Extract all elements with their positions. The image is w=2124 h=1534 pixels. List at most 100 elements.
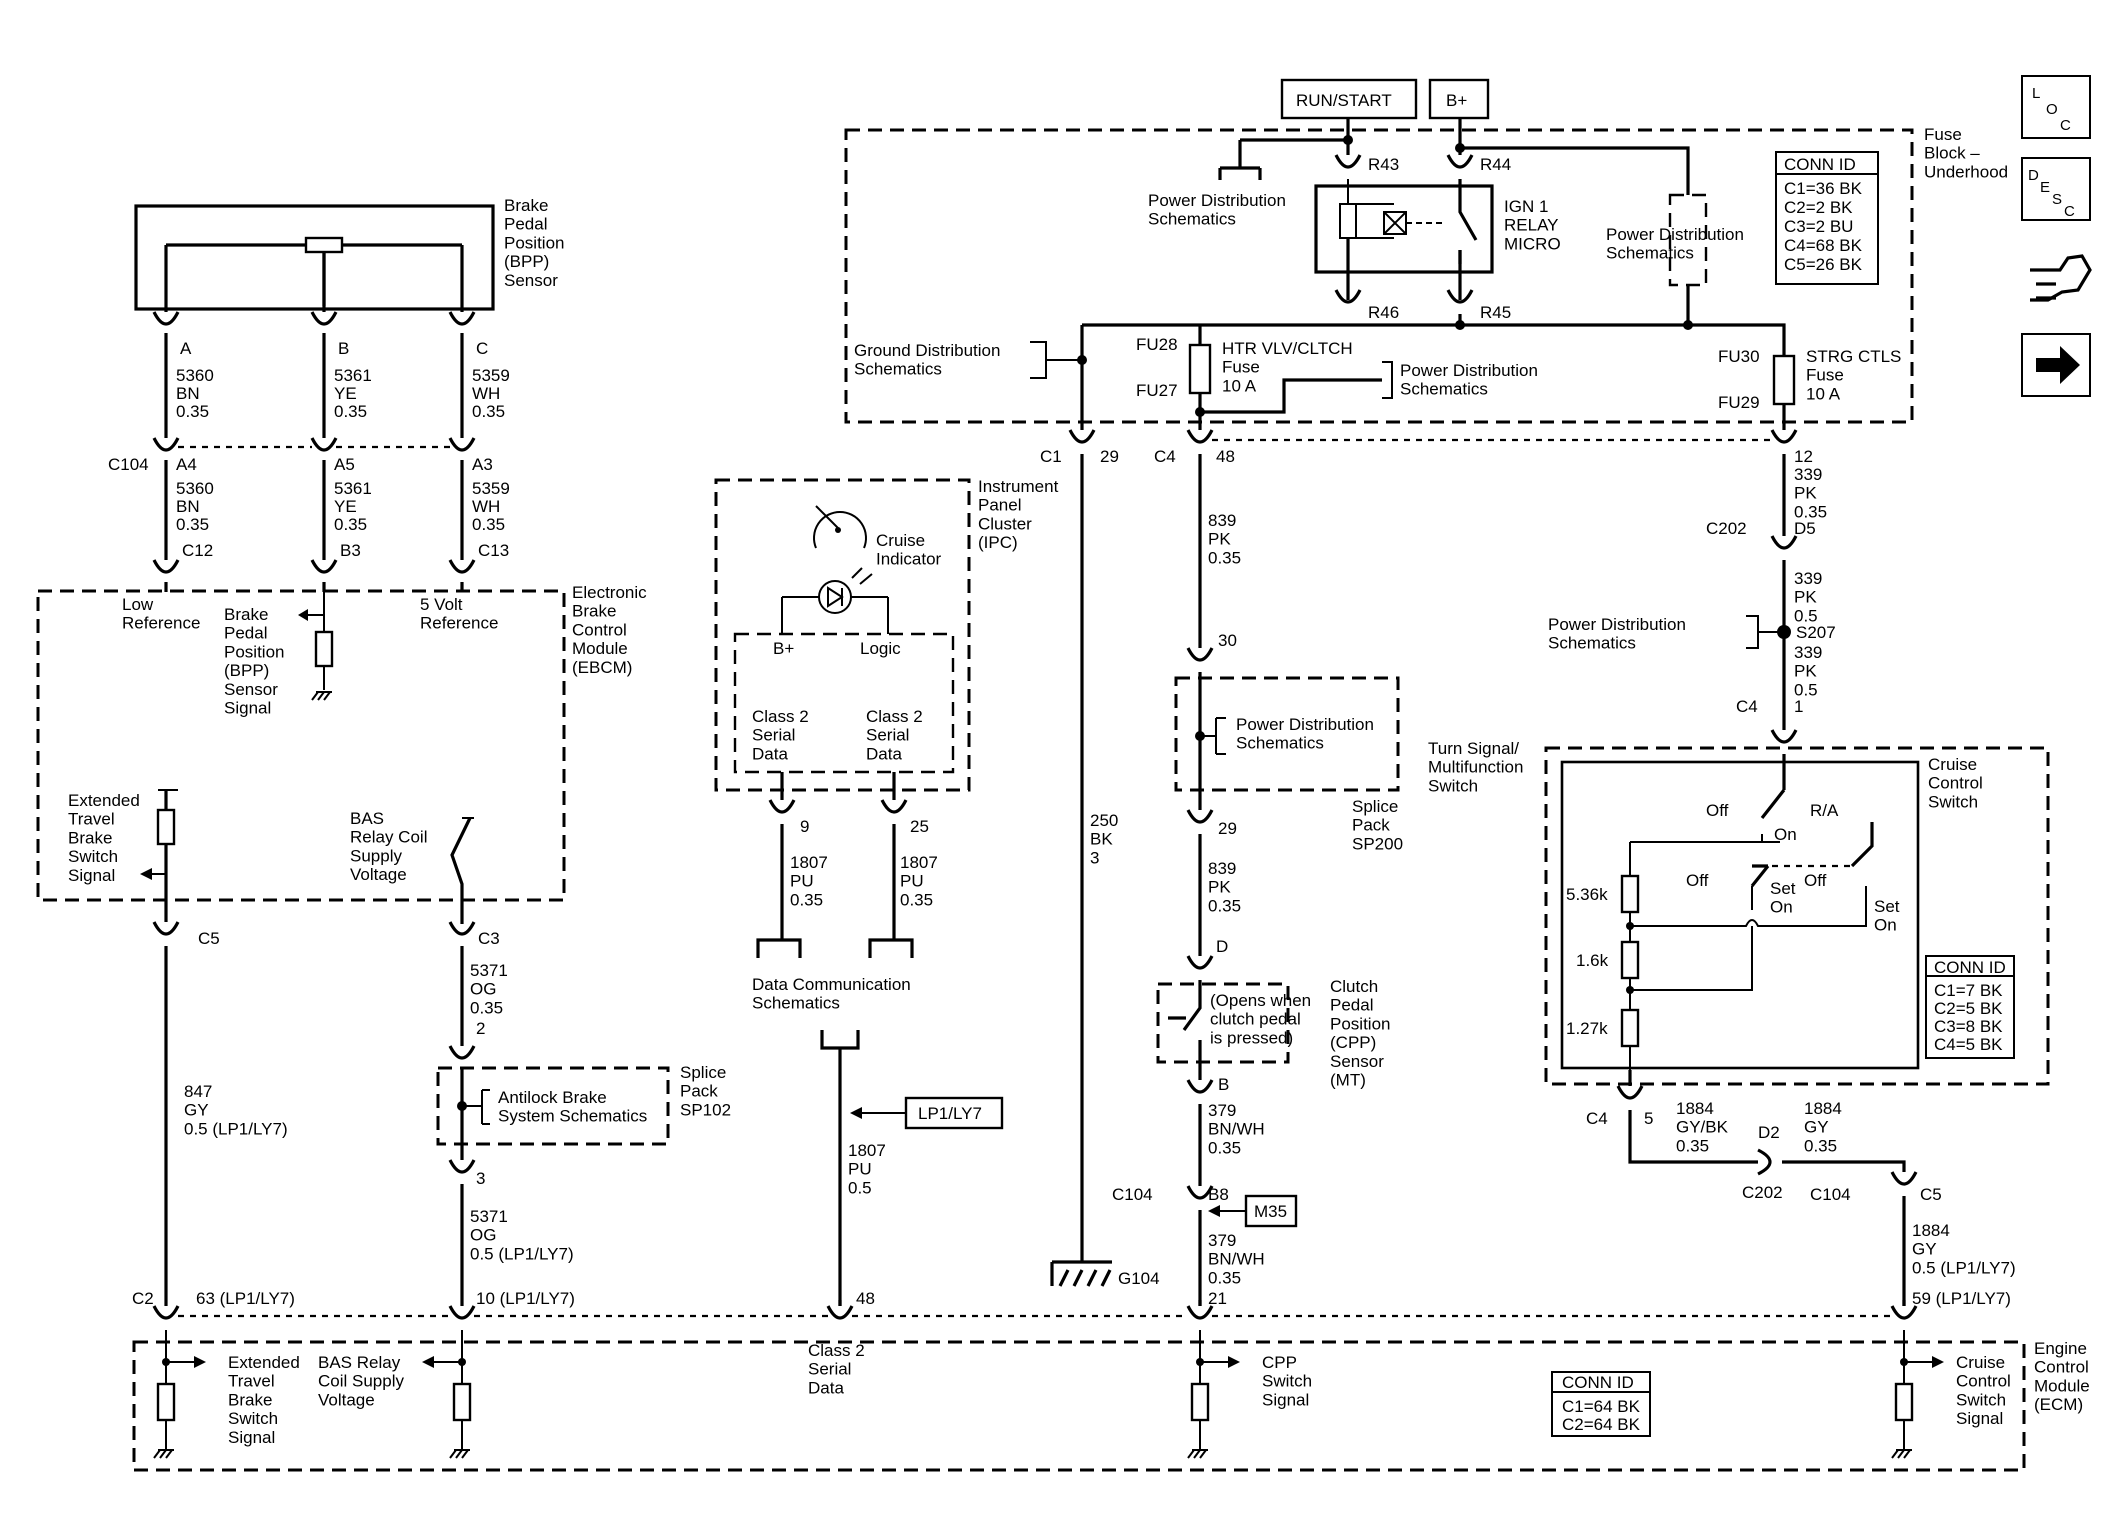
sw-on-1: On (1774, 825, 1797, 844)
fu27: FU27 (1136, 381, 1178, 400)
side-nav-icons: L O C D E S C (2021, 75, 2092, 397)
pin-29: 29 (1218, 819, 1237, 838)
cruise-lamp-icon (818, 567, 873, 614)
r46: R46 (1368, 303, 1399, 322)
fuse-block-pins: C1 29 C4 48 12 (1040, 429, 1813, 466)
fuse-block-conn-id: CONN ID C1=36 BK C2=2 BK C3=2 BU C4=68 B… (1775, 151, 1879, 285)
tsm-conn-id: CONN ID C1=7 BK C2=5 BK C3=8 BK C4=5 BK (1925, 955, 2015, 1059)
pin-a5: A5 (334, 455, 355, 474)
tsm-conn-c1: C1=7 BK (1934, 981, 2003, 1000)
pin-a3: A3 (472, 455, 493, 474)
ipc-bplus: B+ (773, 639, 794, 658)
g104-label: G104 (1118, 1269, 1160, 1288)
run-start-box: RUN/START (1296, 91, 1392, 110)
ecm-pin-63: 63 (LP1/LY7) (196, 1289, 295, 1308)
pin-21: 21 (1208, 1289, 1227, 1308)
svg-text:D: D (2028, 167, 2039, 184)
pin-5: 5 (1644, 1109, 1653, 1128)
res-1-27k: 1.27k (1566, 1019, 1608, 1038)
tsm-conn-c4: C4=5 BK (1934, 1035, 2003, 1054)
pin-c4: C4 (1154, 447, 1176, 466)
r43: R43 (1368, 155, 1399, 174)
desc-icon[interactable]: D E S C (2021, 157, 2091, 221)
pin-3: 3 (476, 1169, 485, 1188)
conn-id-title: CONN ID (1784, 155, 1856, 174)
ipc-pin-9: 9 (800, 817, 809, 836)
connector-view-icon[interactable] (2030, 254, 2092, 302)
ecm-conn-id: CONN ID C1=64 BK C2=64 BK (1551, 1371, 1651, 1437)
ecm-pins: C2 63 (LP1/LY7) 10 (LP1/LY7) 48 59 (LP1/… (132, 1289, 2011, 1320)
ebcm-c3: C3 (478, 929, 500, 948)
pin-b: B (338, 339, 349, 358)
pin-a: A (180, 339, 192, 358)
r44: R44 (1480, 155, 1511, 174)
pin-b-cpp: B (1218, 1075, 1229, 1094)
c202-bottom: C202 (1742, 1183, 1783, 1202)
c4-tsm: C4 (1736, 697, 1758, 716)
fu29: FU29 (1718, 393, 1760, 412)
next-arrow-icon[interactable] (2021, 333, 2091, 397)
pin-d: D (1216, 937, 1228, 956)
tsm-conn-title: CONN ID (1934, 958, 2006, 977)
pin-c1-29: 29 (1100, 447, 1119, 466)
pin-c4-48: 48 (1216, 447, 1235, 466)
ecm-pin-10: 10 (LP1/LY7) (476, 1289, 575, 1308)
ecm-conn-c2: C2=64 BK (1562, 1415, 1641, 1434)
loc-icon[interactable]: L O C (2021, 75, 2091, 139)
svg-text:E: E (2040, 179, 2050, 196)
sw-ra: R/A (1810, 801, 1839, 820)
pin-d5: D5 (1794, 519, 1816, 538)
r45: R45 (1480, 303, 1511, 322)
pin-c13: C13 (478, 541, 509, 560)
ecm-conn-c1: C1=64 BK (1562, 1397, 1641, 1416)
conn-id-c5: C5=26 BK (1784, 255, 1863, 274)
